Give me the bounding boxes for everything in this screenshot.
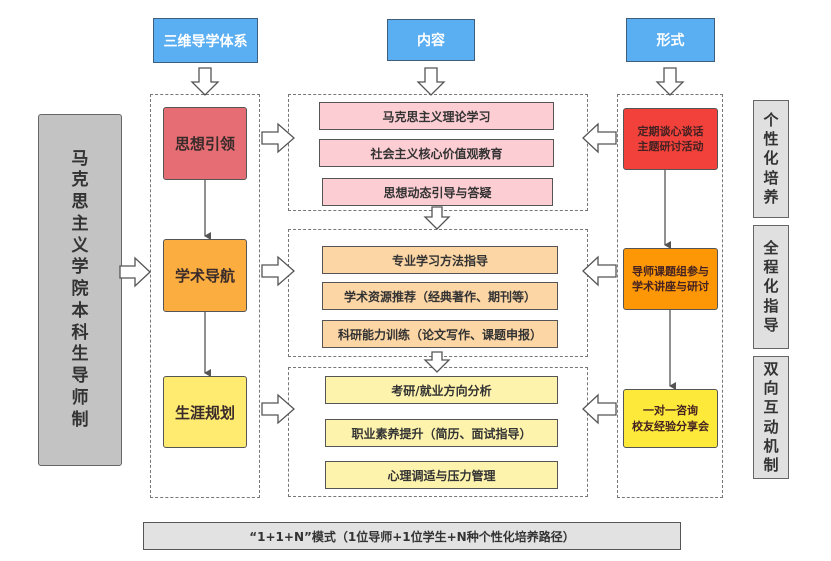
content-item-label: 职业素养提升（简历、面试指导） [351,426,532,441]
vertical-char: 制 [71,409,89,430]
vertical-char: 师 [71,387,89,408]
content-item-label: 马克思主义理论学习 [382,109,491,124]
header-form: 形式 [626,18,715,62]
form-line: 学术讲座与研讨 [632,280,709,293]
header-form-label: 形式 [656,33,685,49]
vertical-char: 克 [71,170,89,191]
vertical-char: 学 [71,257,89,278]
content-item-label: 学术资源推荐（经典著作、期刊等） [343,289,536,304]
content-item: 学术资源推荐（经典著作、期刊等） [322,282,558,310]
vertical-char: 培 [763,168,779,187]
vertical-char: 互 [763,398,779,417]
vertical-char: 双 [763,360,779,379]
pillar-career-label: 生涯规划 [174,403,235,422]
content-item: 马克思主义理论学习 [319,102,554,130]
vertical-char: 导 [763,315,779,334]
vertical-char: 程 [763,258,779,277]
pillar-academic: 学术导航 [163,239,247,312]
side-label-two-way: 双向互动机制 [753,356,789,479]
vertical-char: 化 [763,277,779,296]
form-line: 校友经验分享会 [632,419,709,433]
form-node-talks: 定期谈心谈话主题研讨活动 [623,108,718,170]
pillar-career: 生涯规划 [163,376,247,448]
down-arrow-icon [423,351,451,373]
right-arrow-icon [119,256,151,288]
content-item-label: 思想动态引导与答疑 [383,185,492,200]
form-line: 导师课题组参与 [632,264,709,278]
vertical-char: 主 [71,213,89,234]
vertical-char: 机 [763,436,779,455]
header-content: 内容 [387,19,475,61]
vertical-char: 马 [71,148,89,169]
right-arrow-icon [261,255,295,287]
vertical-char: 制 [763,455,779,474]
left-arrow-icon [582,393,617,425]
vertical-char: 院 [71,279,89,300]
form-line: 主题研讨活动 [637,140,704,153]
content-item: 考研/就业方向分析 [325,376,558,404]
content-item: 科研能力训练（论文写作、课题申报） [322,320,558,348]
mentor-system-label: 马克思主义学院本科生导师制 [38,114,122,466]
vertical-char: 思 [71,192,89,213]
vertical-char: 全 [763,239,779,258]
side-label-personalized: 个性化培养 [753,100,789,218]
left-arrow-icon [582,255,617,287]
vertical-char: 化 [763,149,779,168]
content-item-label: 心理调适与压力管理 [387,468,496,483]
vertical-char: 本 [71,300,89,321]
content-item: 心理调适与压力管理 [325,461,558,489]
down-arrow-icon [423,206,451,230]
vertical-char: 向 [763,379,779,398]
vertical-char: 生 [71,344,89,365]
pillar-ideology-label: 思想引领 [174,135,235,153]
vertical-char: 导 [71,366,89,387]
content-item-label: 考研/就业方向分析 [391,383,492,398]
pillar-academic-label: 学术导航 [174,267,235,285]
vertical-char: 养 [763,187,779,206]
form-line: 一对一咨询 [643,404,698,418]
content-item-label: 科研能力训练（论文写作、课题申报） [337,327,542,342]
content-item: 专业学习方法指导 [322,246,558,274]
form-line: 定期谈心谈话 [637,124,704,138]
side-label-whole-process: 全程化指导 [753,225,789,349]
vertical-char: 动 [763,417,779,436]
pillar-ideology: 思想引领 [163,107,247,180]
vertical-char: 性 [763,130,779,149]
header-system-label: 三维导学体系 [163,33,248,50]
content-item-label: 专业学习方法指导 [391,253,488,268]
vertical-char: 义 [71,235,89,256]
footer-model-banner: “1+1+N”模式（1位导师+1位学生+N种个性化培养路径） [143,522,681,550]
right-arrow-icon [261,122,295,154]
down-arrow-icon [416,67,446,96]
header-system: 三维导学体系 [153,18,258,63]
form-node-consult: 一对一咨询校友经验分享会 [623,389,718,448]
header-content-label: 内容 [417,33,445,49]
content-item: 职业素养提升（简历、面试指导） [325,419,558,447]
down-arrow-icon [190,67,220,96]
footer-model-label: “1+1+N”模式（1位导师+1位学生+N种个性化培养路径） [249,529,575,544]
form-node-research: 导师课题组参与学术讲座与研讨 [623,248,718,310]
vertical-char: 指 [763,296,779,315]
content-item: 社会主义核心价值观教育 [319,139,554,167]
right-arrow-icon [261,393,295,425]
vertical-char: 科 [71,322,89,343]
left-arrow-icon [582,122,617,154]
down-arrow-icon [655,67,685,96]
content-item: 思想动态引导与答疑 [322,178,553,206]
vertical-char: 个 [763,111,779,130]
content-item-label: 社会主义核心价值观教育 [370,146,503,161]
